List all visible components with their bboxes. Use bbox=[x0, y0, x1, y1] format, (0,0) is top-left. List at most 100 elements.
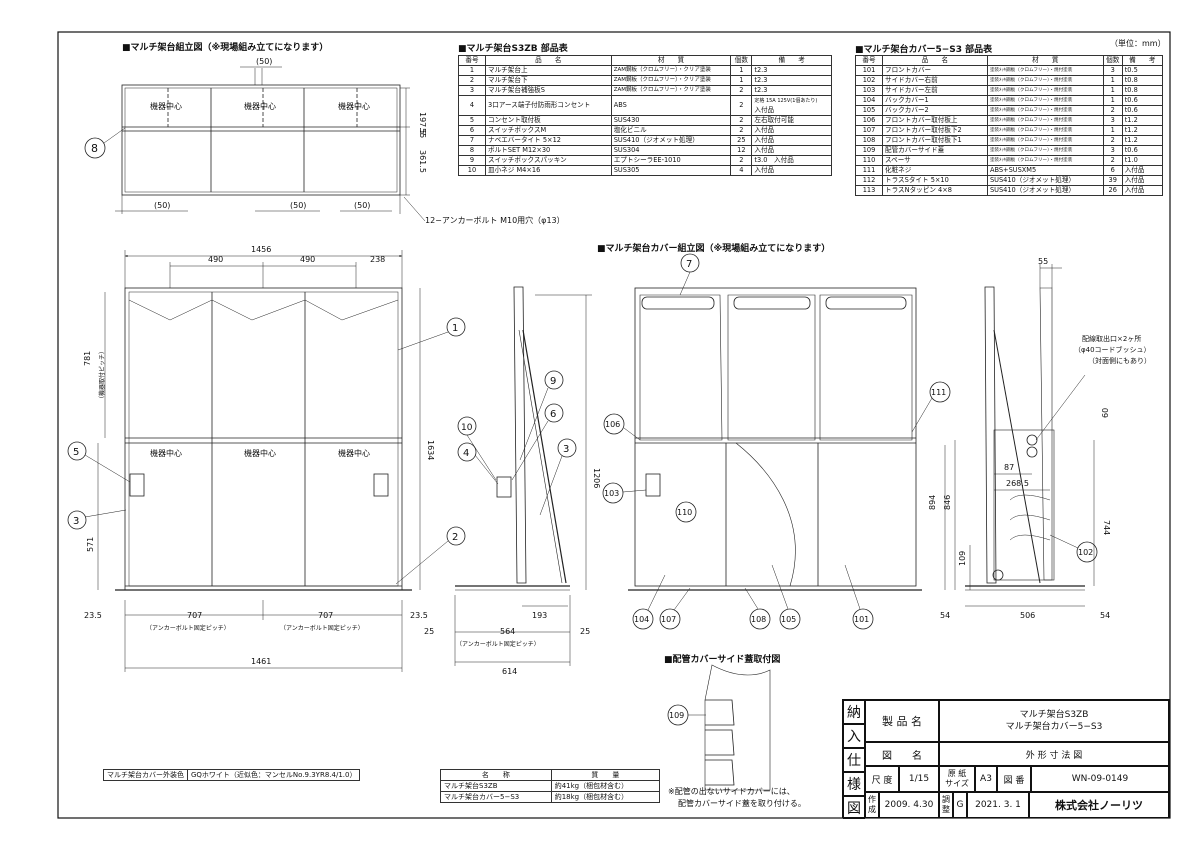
cell-material: 塗装ﾒｯｷ鋼板（クロムフリー）・焼付塗装 bbox=[986, 95, 1104, 106]
cell-weight: 約41kg（梱包材含む） bbox=[550, 780, 661, 792]
tb-company: 株式会社ノーリツ bbox=[1029, 792, 1169, 818]
front-pitch-label: （機器取付ピッチ） bbox=[98, 348, 106, 402]
front-anchor-pitch-a: （アンカーボルト固定ピッチ） bbox=[146, 624, 230, 632]
cell-product: マルチ架台S3ZB bbox=[440, 780, 552, 792]
cell-no: 112 bbox=[855, 175, 883, 186]
cell-note: 入付品 bbox=[1121, 175, 1164, 186]
tb-drawing-name: 外 形 寸 法 図 bbox=[939, 742, 1169, 766]
assembly-heading: ■マルチ架台組立図（※現場組み立てになります） bbox=[122, 43, 329, 53]
cell-name: マルチ架台下 bbox=[485, 75, 612, 86]
side-view bbox=[454, 286, 592, 666]
cside-dim-87: 87 bbox=[1004, 463, 1014, 472]
cell-no: 10 bbox=[458, 165, 486, 176]
cell-name: バックカバー2 bbox=[882, 105, 988, 116]
color-note-value: GQホワイト（近似色：マンセルNo.9.3YR8.4/1.0） bbox=[186, 769, 361, 781]
balloon-111: 111 bbox=[931, 388, 946, 397]
front-dim-23-a: 23.5 bbox=[84, 611, 102, 620]
cell-qty: 26 bbox=[1102, 185, 1123, 196]
balloon-107: 107 bbox=[661, 615, 676, 624]
side-lid-note: ※配管の出ないサイドカバーには、 配管カバーサイド蓋を取り付ける。 bbox=[668, 786, 806, 810]
cell-no: 104 bbox=[855, 95, 883, 106]
cell-material: 塩化ビニル bbox=[610, 125, 732, 136]
cell-name: サイドカバー左前 bbox=[882, 85, 988, 96]
balloon-9: 9 bbox=[550, 376, 556, 387]
cell-name: フロントカバー取付板上 bbox=[882, 115, 988, 126]
cell-qty: 4 bbox=[730, 165, 753, 176]
cell-qty: 3 bbox=[1102, 145, 1123, 156]
col-no: 番号 bbox=[458, 55, 486, 66]
top-device-center-3: 機器中心 bbox=[338, 101, 370, 111]
balloon-4: 4 bbox=[463, 448, 469, 459]
cell-material: 塗装ﾒｯｷ鋼板（クロムフリー）・焼付塗装 bbox=[986, 105, 1104, 116]
tb-paper-label-2: サイズ bbox=[945, 779, 969, 788]
cell-note: t3.0 入付品 bbox=[751, 155, 832, 166]
cell-note: t1.0 bbox=[1121, 155, 1164, 166]
top-dim-50-a: (50) bbox=[256, 57, 272, 66]
balloon-106: 106 bbox=[605, 420, 620, 429]
cell-qty: 2 bbox=[730, 85, 753, 96]
wiring-note-3: （対面側にもあり） bbox=[1088, 356, 1151, 365]
cell-no: 103 bbox=[855, 85, 883, 96]
cell-qty: 2 bbox=[1102, 135, 1123, 146]
balloon-103: 103 bbox=[604, 489, 619, 498]
cell-no: 113 bbox=[855, 185, 883, 196]
front-dim-238: 238 bbox=[370, 255, 385, 264]
tb-side-1: 納 bbox=[843, 700, 865, 724]
cell-qty: 3 bbox=[1102, 65, 1123, 76]
top-dim-197: 197.5 bbox=[418, 112, 427, 135]
top-dim-50-c: (50) bbox=[290, 201, 306, 210]
balloon-108: 108 bbox=[751, 615, 766, 624]
cell-no: 9 bbox=[458, 155, 486, 166]
tb-drawing-no-label: 図 番 bbox=[997, 766, 1031, 792]
cell-material: 塗装ﾒｯｷ鋼板（クロムフリー）・焼付塗装 bbox=[986, 65, 1104, 76]
cell-material: 塗装ﾒｯｷ鋼板（クロムフリー）・焼付塗装 bbox=[986, 145, 1104, 156]
tb-scale-label: 尺 度 bbox=[865, 766, 899, 792]
front-dim-1634: 1634 bbox=[426, 440, 435, 460]
cell-name: 3口アース端子付防雨形コンセント bbox=[485, 95, 612, 116]
cell-qty: 25 bbox=[730, 135, 753, 146]
cell-note: t0.5 bbox=[1121, 65, 1164, 76]
cside-dim-846: 846 bbox=[943, 495, 952, 510]
tb-scale: 1/15 bbox=[899, 766, 939, 792]
tb-made-label-2: 成 bbox=[868, 805, 876, 814]
cside-dim-54-b: 54 bbox=[1100, 611, 1110, 620]
tb-made-label-1: 作 bbox=[868, 795, 876, 804]
cell-material: 塗装ﾒｯｷ鋼板（クロムフリー）・焼付塗装 bbox=[986, 75, 1104, 86]
side-dim-614: 614 bbox=[502, 667, 517, 676]
side-lid-heading: ■配管カバーサイド蓋取付図 bbox=[664, 655, 781, 665]
cell-note: t0.8 bbox=[1121, 85, 1164, 96]
tb-adjust-label: 調 整 bbox=[939, 792, 953, 818]
balloon-2: 2 bbox=[452, 532, 458, 543]
front-device-center-1: 機器中心 bbox=[150, 448, 182, 458]
cell-product: マルチ架台カバー5−S3 bbox=[440, 791, 552, 803]
top-dim-50-d: (50) bbox=[354, 201, 370, 210]
parts-s3zb-heading: ■マルチ架台S3ZB 部品表 bbox=[458, 44, 568, 54]
cell-qty: 1 bbox=[1102, 125, 1123, 136]
tb-drawing-no: WN-09-0149 bbox=[1031, 766, 1169, 792]
cover-front-view bbox=[602, 253, 951, 630]
side-dim-25-a: 25 bbox=[424, 627, 434, 636]
front-anchor-pitch-b: （アンカーボルト固定ピッチ） bbox=[280, 624, 364, 632]
top-device-center-2: 機器中心 bbox=[244, 101, 276, 111]
cell-name: マルチ架台補強板S bbox=[485, 85, 612, 96]
cell-material: ZAM鋼板（クロムフリー）・クリア塗装 bbox=[610, 75, 732, 86]
cell-note: 左右取付可能 bbox=[751, 115, 832, 126]
cell-qty: 1 bbox=[730, 65, 753, 76]
cell-material: SUS410（ジオメット処理） bbox=[986, 175, 1104, 186]
table-header: 名 称質 量 bbox=[440, 769, 661, 781]
cell-material: 塗装ﾒｯｷ鋼板（クロムフリー）・焼付塗装 bbox=[986, 115, 1104, 126]
cell-name: フロントカバー取付板下2 bbox=[882, 125, 988, 136]
tb-paper-label: 原 紙 サイズ bbox=[939, 766, 975, 792]
cell-note: t2.3 bbox=[751, 85, 832, 96]
cell-qty: 2 bbox=[730, 125, 753, 136]
cell-name: スイッチボックスM bbox=[485, 125, 612, 136]
cell-note: 入付品 bbox=[1121, 185, 1164, 196]
